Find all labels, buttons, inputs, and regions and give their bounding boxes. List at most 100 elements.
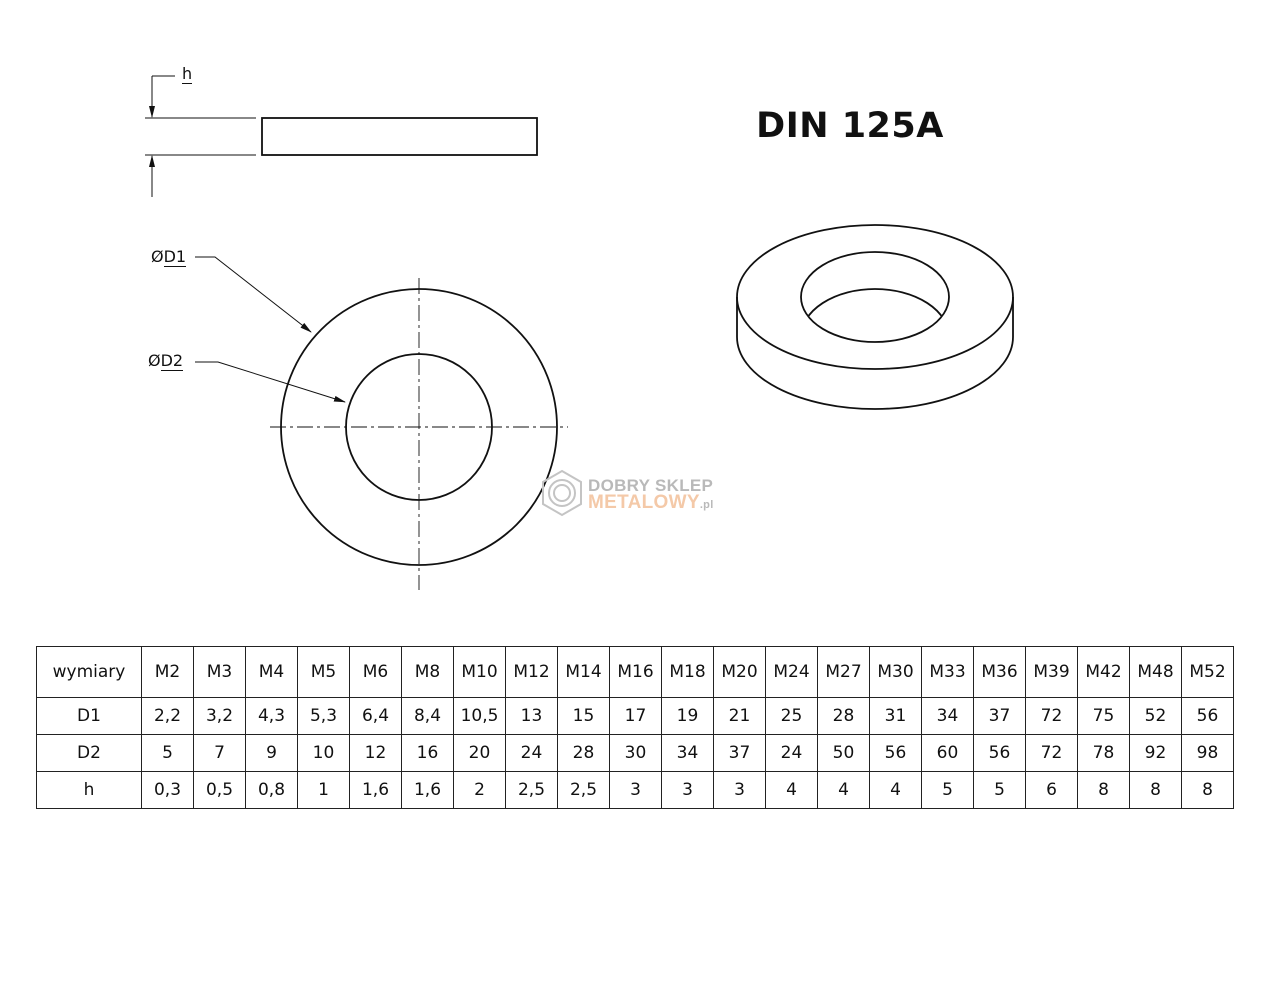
table-cell: 3 bbox=[609, 771, 662, 809]
table-cell: M18 bbox=[661, 646, 714, 698]
logo-nut-icon bbox=[542, 469, 582, 517]
table-cell: 7 bbox=[193, 734, 246, 772]
washer-3d bbox=[736, 224, 1014, 410]
table-cell: 3,2 bbox=[193, 697, 246, 735]
table-cell: 28 bbox=[557, 734, 610, 772]
table-cell: 92 bbox=[1129, 734, 1182, 772]
table-cell: 8 bbox=[1077, 771, 1130, 809]
table-cell: M3 bbox=[193, 646, 246, 698]
table-cell: 34 bbox=[661, 734, 714, 772]
table-cell: 4 bbox=[765, 771, 818, 809]
table-cell: 6 bbox=[1025, 771, 1078, 809]
side-view-rect bbox=[261, 117, 538, 156]
table-cell: 2,5 bbox=[505, 771, 558, 809]
table-cell: 12 bbox=[349, 734, 402, 772]
table-cell: 25 bbox=[765, 697, 818, 735]
table-cell: M2 bbox=[141, 646, 194, 698]
table-cell: M16 bbox=[609, 646, 662, 698]
table-cell: 37 bbox=[973, 697, 1026, 735]
logo-line1: DOBRY SKLEP bbox=[588, 476, 714, 495]
watermark-logo: DOBRY SKLEP METALOWY.pl bbox=[588, 477, 714, 514]
row-label-cell: D2 bbox=[36, 734, 142, 772]
table-cell: 98 bbox=[1181, 734, 1234, 772]
table-cell: M33 bbox=[921, 646, 974, 698]
table-cell: 9 bbox=[245, 734, 298, 772]
table-cell: M5 bbox=[297, 646, 350, 698]
table-cell: M20 bbox=[713, 646, 766, 698]
table-cell: 30 bbox=[609, 734, 662, 772]
table-cell: 4 bbox=[817, 771, 870, 809]
table-cell: M14 bbox=[557, 646, 610, 698]
table-cell: 2,2 bbox=[141, 697, 194, 735]
table-cell: 4 bbox=[869, 771, 922, 809]
table-cell: 34 bbox=[921, 697, 974, 735]
table-cell: 16 bbox=[401, 734, 454, 772]
d1-label-text: D1 bbox=[163, 247, 187, 267]
table-cell: 72 bbox=[1025, 697, 1078, 735]
table-cell: M8 bbox=[401, 646, 454, 698]
table-cell: 3 bbox=[661, 771, 714, 809]
table-cell: 78 bbox=[1077, 734, 1130, 772]
logo-line2: METALOWY.pl bbox=[588, 492, 714, 514]
table-cell: 24 bbox=[505, 734, 558, 772]
table-cell: 1 bbox=[297, 771, 350, 809]
table-cell: 4,3 bbox=[245, 697, 298, 735]
diameter-symbol: Ø bbox=[151, 247, 164, 266]
table-cell: 52 bbox=[1129, 697, 1182, 735]
table-cell: M52 bbox=[1181, 646, 1234, 698]
table-cell: 3 bbox=[713, 771, 766, 809]
table-cell: 2 bbox=[453, 771, 506, 809]
table-cell: 60 bbox=[921, 734, 974, 772]
d1-leader bbox=[195, 256, 312, 333]
d1-label: ØD1 bbox=[151, 247, 187, 267]
table-cell: M10 bbox=[453, 646, 506, 698]
table-cell: 0,5 bbox=[193, 771, 246, 809]
table-cell: 2,5 bbox=[557, 771, 610, 809]
row-label-cell: wymiary bbox=[36, 646, 142, 698]
table-cell: 10 bbox=[297, 734, 350, 772]
table-cell: 8 bbox=[1129, 771, 1182, 809]
table-cell: M6 bbox=[349, 646, 402, 698]
d2-label: ØD2 bbox=[148, 351, 184, 371]
table-cell: M4 bbox=[245, 646, 298, 698]
table-cell: 56 bbox=[973, 734, 1026, 772]
table-cell: 19 bbox=[661, 697, 714, 735]
table-cell: M12 bbox=[505, 646, 558, 698]
table-cell: M42 bbox=[1077, 646, 1130, 698]
logo-suffix: .pl bbox=[699, 499, 714, 511]
diameter-symbol: Ø bbox=[148, 351, 161, 370]
table-cell: M24 bbox=[765, 646, 818, 698]
table-cell: 0,8 bbox=[245, 771, 298, 809]
table-cell: 13 bbox=[505, 697, 558, 735]
table-cell: 1,6 bbox=[401, 771, 454, 809]
table-cell: 6,4 bbox=[349, 697, 402, 735]
d2-leader bbox=[195, 361, 346, 403]
table-cell: 50 bbox=[817, 734, 870, 772]
table-cell: 20 bbox=[453, 734, 506, 772]
table-cell: M36 bbox=[973, 646, 1026, 698]
table-cell: 5 bbox=[141, 734, 194, 772]
table-cell: 0,3 bbox=[141, 771, 194, 809]
table-cell: M30 bbox=[869, 646, 922, 698]
table-cell: 1,6 bbox=[349, 771, 402, 809]
table-cell: 37 bbox=[713, 734, 766, 772]
logo-line2-text: METALOWY bbox=[588, 492, 700, 513]
table-cell: 15 bbox=[557, 697, 610, 735]
row-label-cell: D1 bbox=[36, 697, 142, 735]
table-cell: 5 bbox=[921, 771, 974, 809]
d2-label-text: D2 bbox=[160, 351, 184, 371]
h-label: h bbox=[182, 64, 193, 84]
table-cell: 21 bbox=[713, 697, 766, 735]
table-cell: 72 bbox=[1025, 734, 1078, 772]
table-cell: 31 bbox=[869, 697, 922, 735]
row-label-cell: h bbox=[36, 771, 142, 809]
table-cell: 17 bbox=[609, 697, 662, 735]
table-cell: 5 bbox=[973, 771, 1026, 809]
table-cell: 10,5 bbox=[453, 697, 506, 735]
